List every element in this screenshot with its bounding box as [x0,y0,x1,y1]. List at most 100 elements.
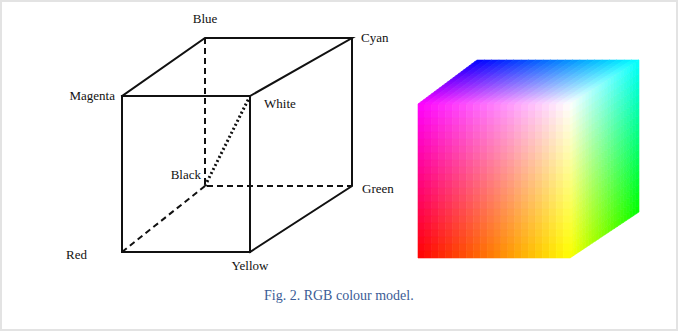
shade-cell [529,209,536,216]
shade-cell [494,244,501,251]
shade-cell [522,146,529,153]
shade-cell [425,209,432,216]
shade-cell [556,202,563,209]
shade-cell [432,125,439,132]
shade-cell [453,209,460,216]
shade-cell [563,216,570,223]
shade-cell [446,195,453,202]
shade-cell [515,202,522,209]
shade-cell [494,174,501,181]
shade-cell [508,118,515,125]
corner-colour-label: Red [66,248,87,262]
shade-cell [473,132,480,139]
shade-cell [480,244,487,251]
shade-cell [494,111,501,118]
shade-cell [542,125,549,132]
shade-cell [494,139,501,146]
shade-cell [494,167,501,174]
shade-cell [508,223,515,230]
shade-cell [494,230,501,237]
shade-cell [418,139,425,146]
shade-cell [425,188,432,195]
shade-cell [556,209,563,216]
shade-cell [466,188,473,195]
shade-cell [542,244,549,251]
shade-cell [439,160,446,167]
shade-cell [563,181,570,188]
shade-cell [466,230,473,237]
shade-cell [425,104,432,111]
shade-cell [529,125,536,132]
shade-cell [556,181,563,188]
shade-cell [439,118,446,125]
shade-cell [542,104,549,111]
shade-cell [542,132,549,139]
shade-cell [473,167,480,174]
shade-cell [432,195,439,202]
shade-cell [563,209,570,216]
shade-cell [549,188,556,195]
shade-cell [418,237,425,244]
shade-cell [556,118,563,125]
shade-cell [529,202,536,209]
shade-cell [446,181,453,188]
shade-cell [522,188,529,195]
shade-cell [432,132,439,139]
shade-cell [473,125,480,132]
shade-cell [508,244,515,251]
shade-cell [473,202,480,209]
shade-cell [466,139,473,146]
shade-cell [473,223,480,230]
shade-cell [522,104,529,111]
shade-cell [446,174,453,181]
shade-cell [466,167,473,174]
shade-cell [494,118,501,125]
shade-cell [487,160,494,167]
shade-cell [446,167,453,174]
shade-cell [522,132,529,139]
shade-cell [501,125,508,132]
shade-cell [589,236,592,245]
shade-cell [515,153,522,160]
top-face [418,60,639,104]
shade-cell [494,153,501,160]
shade-cell [601,228,604,237]
shade-cell [515,167,522,174]
shade-cell [508,104,515,111]
shade-cell [549,153,556,160]
shade-cell [453,118,460,125]
shade-cell [432,223,439,230]
shade-cell [480,118,487,125]
shade-cell [522,174,529,181]
shade-cell [508,160,515,167]
shade-cell [446,244,453,251]
shade-cell [418,104,425,111]
shade-cell [425,132,432,139]
shade-cell [542,223,549,230]
shade-cell [542,174,549,181]
shade-cell [508,125,515,132]
shade-cell [494,104,501,111]
shade-cell [556,251,563,258]
shade-cell [630,209,633,218]
shade-cell [459,139,466,146]
shade-cell [549,244,556,251]
shade-cell [529,188,536,195]
shade-cell [508,195,515,202]
shade-cell [542,251,549,258]
shade-cell [418,209,425,216]
shade-cell [549,195,556,202]
shade-cell [515,244,522,251]
shade-cell [592,234,595,243]
shade-cell [439,167,446,174]
shade-cell [459,244,466,251]
shade-cell [459,216,466,223]
shade-cell [418,230,425,237]
shade-cell [432,174,439,181]
shade-cell [563,244,570,251]
shade-cell [515,146,522,153]
shade-cell [501,237,508,244]
shade-cell [508,230,515,237]
shade-cell [501,174,508,181]
shade-cell [487,230,494,237]
